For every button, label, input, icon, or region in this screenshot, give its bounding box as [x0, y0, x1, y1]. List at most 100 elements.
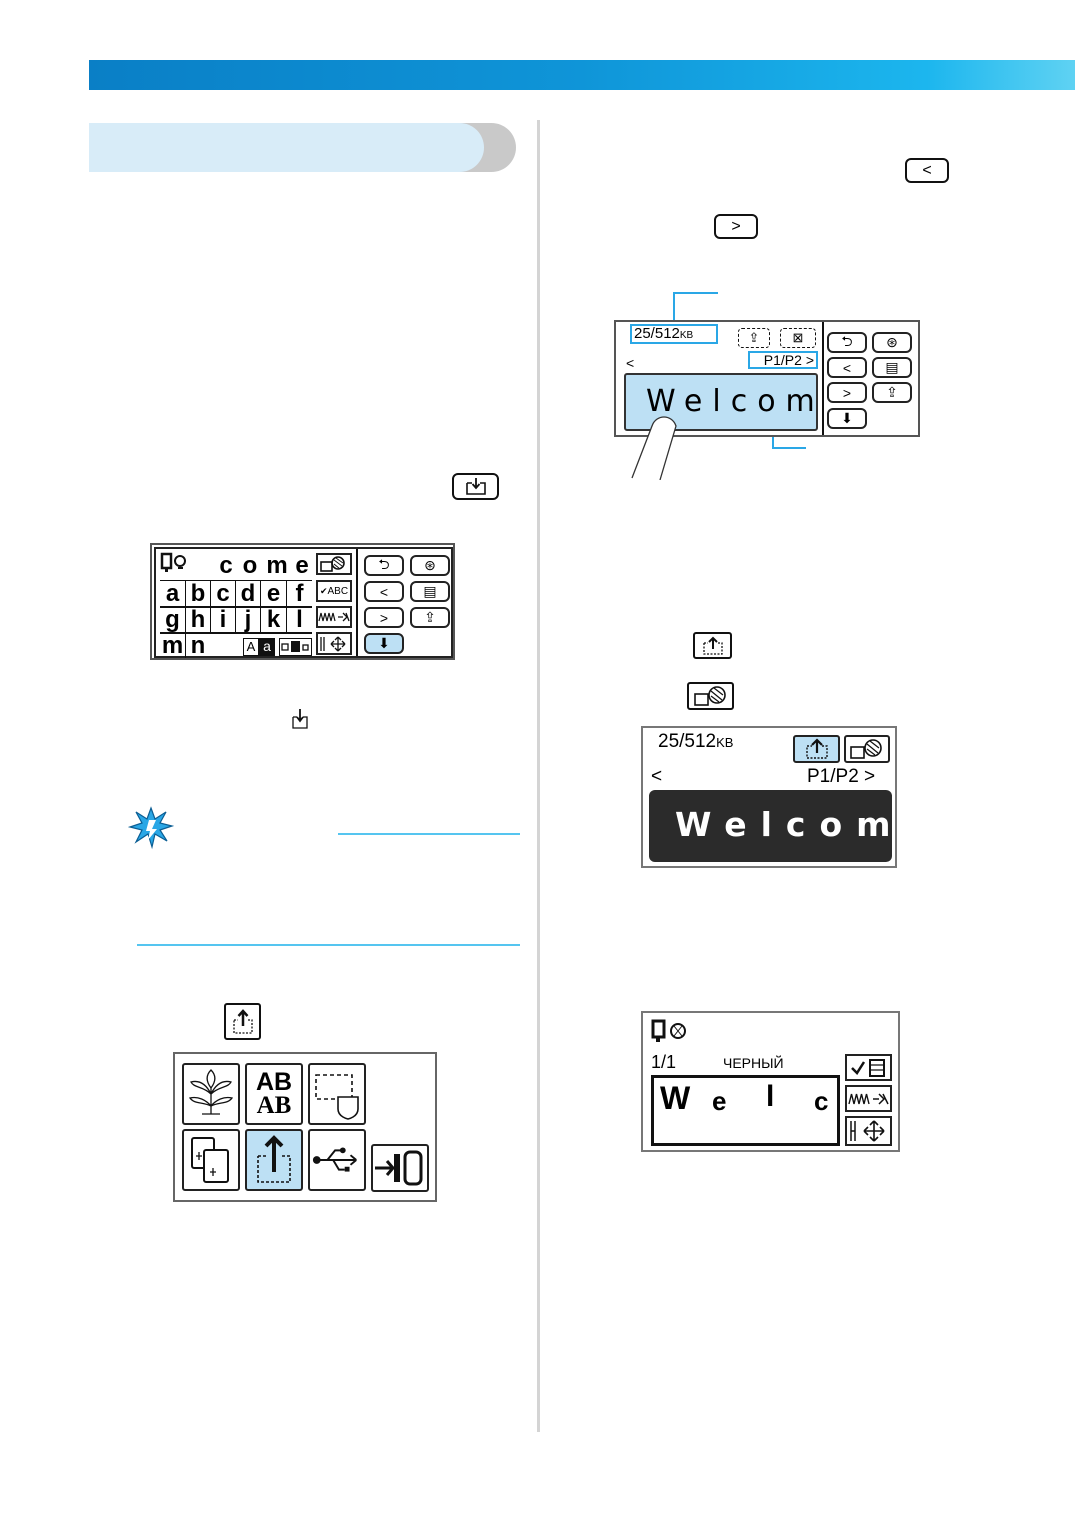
tile-memory[interactable]: [182, 1129, 240, 1191]
move-button[interactable]: [316, 632, 352, 655]
machine-icon: [160, 552, 186, 574]
save-to-memory-button[interactable]: ⬇: [364, 633, 404, 654]
memory-pocket-icon: ⬇: [378, 635, 390, 651]
lcd-character-screen: c o m e a b c d e f g h i j k l m n: [150, 543, 455, 660]
callout-line: [673, 292, 718, 294]
delete-button[interactable]: [687, 682, 734, 710]
page-left[interactable]: <: [626, 355, 635, 371]
note-top-rule: [338, 833, 520, 835]
delete-button[interactable]: [844, 735, 890, 763]
card-slot-icon: [375, 1150, 423, 1186]
pocket-up-icon: [257, 1135, 291, 1183]
cursor-right-button[interactable]: >: [364, 607, 404, 628]
memory-usage: 25/512KB: [630, 324, 718, 344]
uppercase-button[interactable]: A: [243, 638, 259, 656]
pocket-up-icon: [702, 636, 723, 655]
back-button[interactable]: ⮌: [364, 555, 404, 576]
callout-line: [772, 447, 806, 449]
letter-key[interactable]: b: [185, 581, 210, 606]
letter-key[interactable]: k: [260, 607, 286, 632]
letter-key[interactable]: c: [210, 581, 235, 606]
letter-key[interactable]: l: [286, 607, 312, 632]
document-icon: ▤: [423, 583, 437, 599]
check-text-button[interactable]: ✔ABC: [316, 580, 352, 602]
flower-icon: [188, 1069, 234, 1115]
letter-key[interactable]: h: [185, 607, 210, 632]
cursor-left-button[interactable]: <: [364, 581, 404, 602]
pattern-edit-area[interactable]: W e l c: [651, 1075, 840, 1146]
letter-key[interactable]: a: [165, 580, 180, 607]
recall-button[interactable]: [793, 735, 840, 763]
section-tab-light: [89, 123, 484, 172]
letter-key[interactable]: g: [165, 606, 180, 633]
density-button[interactable]: [316, 606, 352, 628]
memory-pocket-icon: [465, 477, 486, 495]
density-button[interactable]: [845, 1085, 892, 1112]
pattern-letter: l: [766, 1080, 775, 1113]
callout-line: [673, 292, 675, 322]
check-button[interactable]: [845, 1054, 892, 1081]
erase-icon: [320, 556, 345, 572]
recall-button[interactable]: [224, 1003, 261, 1040]
letter-key[interactable]: f: [286, 581, 312, 606]
pages-icon: [191, 1137, 229, 1183]
column-divider: [537, 120, 540, 1432]
pattern-preview-selected[interactable]: Welcom: [649, 790, 892, 862]
pattern-letter: c: [814, 1086, 829, 1116]
tile-pocket[interactable]: [245, 1129, 303, 1191]
back-button[interactable]: ⮌: [827, 332, 867, 353]
machine-icon: [651, 1019, 691, 1045]
tile-card[interactable]: [371, 1144, 429, 1192]
lowercase-button[interactable]: a: [259, 638, 275, 656]
list-button[interactable]: ▤: [872, 357, 912, 378]
letter-key[interactable]: d: [235, 581, 260, 606]
page-indicator: P1/P2 >: [807, 766, 876, 787]
delete-button[interactable]: ⊠: [780, 328, 816, 348]
erase-all-button[interactable]: [316, 553, 352, 575]
check-icon: ✔: [319, 585, 328, 596]
return-icon: ⮌: [841, 332, 853, 349]
spool-icon: ⊛: [424, 557, 436, 573]
entered-letter: m: [266, 552, 288, 579]
tile-usb[interactable]: [308, 1129, 366, 1191]
size-button[interactable]: [279, 638, 312, 656]
save-to-memory-button[interactable]: ⬇: [827, 408, 867, 429]
page-left[interactable]: <: [651, 766, 663, 787]
memory-button[interactable]: [452, 473, 499, 500]
erase-icon: [850, 739, 882, 759]
cursor-left-button[interactable]: <: [905, 158, 949, 183]
usb-icon: [312, 1147, 357, 1172]
move-button[interactable]: [845, 1116, 892, 1146]
recall-button[interactable]: ⇪: [738, 328, 770, 348]
letter-key[interactable]: e: [260, 581, 286, 606]
erase-icon: ⊠: [792, 330, 804, 345]
move-arrows-icon: [849, 1120, 885, 1142]
cursor-left-button[interactable]: <: [827, 357, 867, 378]
letter-key[interactable]: j: [235, 607, 260, 632]
cursor-right-button[interactable]: >: [827, 382, 867, 403]
move-arrows-icon: [320, 636, 346, 651]
recall-button[interactable]: ⇪: [872, 382, 912, 403]
tile-embroidery[interactable]: [182, 1063, 240, 1125]
pocket-up-icon: [805, 738, 828, 759]
embroidery-button[interactable]: ⊛: [410, 555, 450, 576]
tile-characters[interactable]: AB AB: [245, 1063, 303, 1125]
finger-icon: [628, 400, 688, 481]
zigzag-icon: [847, 1092, 889, 1105]
letter-key[interactable]: n: [185, 633, 210, 658]
embroidery-button[interactable]: ⊛: [872, 332, 912, 353]
entered-letter: e: [295, 552, 309, 579]
list-button[interactable]: ▤: [410, 581, 450, 602]
erase-icon: [693, 686, 726, 706]
cursor-right-button[interactable]: >: [714, 214, 758, 239]
pattern-preview[interactable]: Welcom: [624, 373, 818, 431]
letter-key[interactable]: m: [161, 632, 184, 659]
document-icon: ▤: [885, 359, 899, 375]
tile-frame[interactable]: [308, 1063, 366, 1125]
recall-button[interactable]: [693, 632, 732, 659]
memory-usage: 25/512KB: [658, 731, 734, 752]
letter-key[interactable]: i: [210, 607, 235, 632]
section-tab: [89, 123, 516, 172]
memory-pocket-icon: ⬇: [841, 410, 853, 426]
recall-button[interactable]: ⇪: [410, 607, 450, 628]
